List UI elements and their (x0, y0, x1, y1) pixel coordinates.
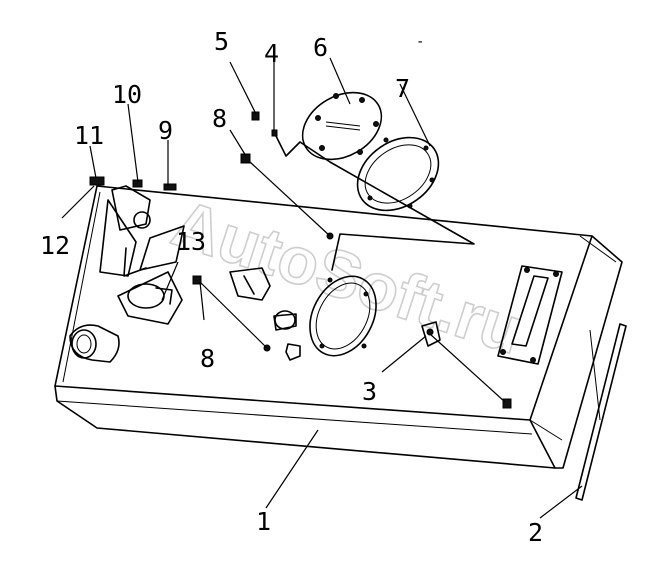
callout-1: 1 (256, 507, 271, 536)
callout-9: 9 (158, 116, 173, 145)
callout-7: 7 (395, 74, 410, 103)
gauge-opening (309, 275, 377, 357)
callout-2: 2 (528, 518, 543, 547)
bolt-8-top (240, 153, 251, 164)
callout-3: 3 (362, 377, 377, 406)
bolt-3 (502, 398, 512, 409)
filler-neck (69, 324, 120, 363)
bolt-11 (89, 176, 105, 186)
callout-10: 10 (112, 80, 142, 109)
screw-9 (163, 183, 177, 191)
bolt-8-bottom (192, 275, 202, 285)
mounting-strap (575, 323, 627, 501)
drain-fitting (421, 321, 441, 347)
bracket-assembly (99, 185, 185, 325)
gasket-ring (356, 136, 440, 212)
callout-6: 6 (313, 33, 328, 62)
callout-4: 4 (264, 39, 279, 68)
cover-plate (301, 91, 383, 161)
callout-5: 5 (214, 27, 229, 56)
callout-11: 11 (74, 121, 104, 150)
leader-lines (61, 52, 583, 519)
stray-mark: - (416, 34, 424, 50)
callout-8-top: 8 (212, 104, 227, 133)
tank-body (54, 185, 623, 469)
callout-13: 13 (176, 227, 206, 256)
callout-8-bottom: 8 (200, 344, 215, 373)
callout-12: 12 (40, 231, 70, 260)
center-bracket (229, 267, 301, 361)
sender-cover (497, 265, 563, 365)
callout-labels: 1 2 3 4 5 6 7 8 8 9 10 11 12 13 - (40, 27, 543, 547)
